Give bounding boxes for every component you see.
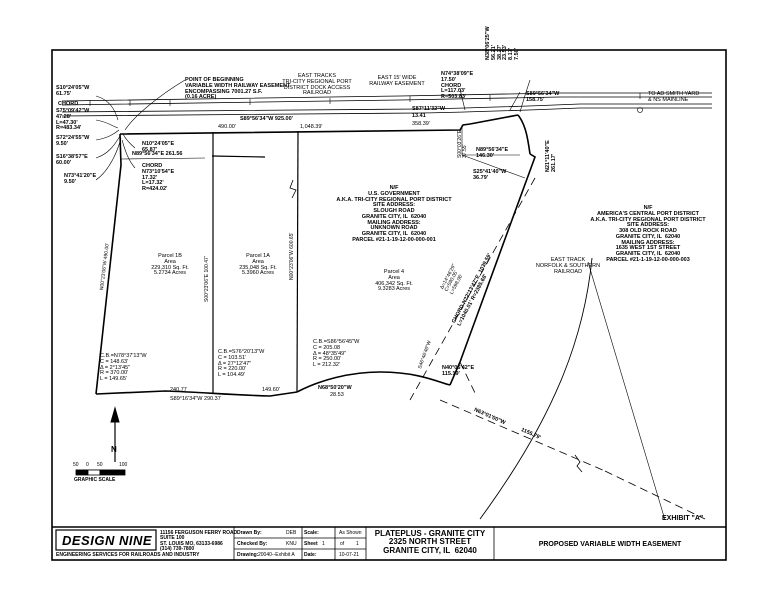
- dist-358: 358.39': [412, 121, 430, 127]
- parcel-1b-label: Parcel 1B Area 229,310 Sq. Ft. 5.2734 Ac…: [151, 253, 189, 277]
- bearing-n89-146: N89°56'34"E 146.30': [476, 147, 509, 159]
- bearing-vert-center: N00°23'06"W 600.65': [289, 232, 295, 280]
- bearing-s00-37: S00°03'26"E 37.55': [457, 129, 469, 158]
- exhibit-label: EXHIBIT "A": [662, 515, 704, 522]
- bearing-n21: N21°11'40"E 261.17': [545, 140, 557, 172]
- callout-n10: N10°24'05"E 65.87': [142, 141, 175, 153]
- dist-240: 240.77: [170, 387, 187, 393]
- dist-1048: 1,048.39': [300, 124, 323, 130]
- callout-s75: S75°09'42"W 47.28' L=47.30' R=483.34': [56, 108, 90, 132]
- east-tracks-label: EAST TRACKS TRI-CITY REGIONAL PORT DISTR…: [282, 73, 352, 97]
- title-block-lines: [52, 526, 726, 560]
- s87-distance: 13.41: [412, 113, 426, 119]
- ns-railroad-label: EAST TRACK NORFOLK & SOUTHERN RAILROAD: [535, 257, 601, 275]
- drawing-label: Drawing:: [237, 552, 259, 558]
- curve-data-left: C.B.=N78°37'13"W C = 148.63' Δ = 2°13'45…: [100, 353, 147, 383]
- scale-tick-3: 100: [119, 462, 128, 468]
- callout-n73: N73°41'20"E 9.50': [64, 173, 97, 185]
- project-address: PLATEPLUS - GRANITE CITY 2325 NORTH STRE…: [374, 529, 486, 555]
- sheet-border: [51, 49, 727, 561]
- bearing-vert-1a: S00°23'06"E 100.47': [204, 256, 210, 302]
- leader-lines: [95, 79, 531, 181]
- interior-lines: [211, 130, 299, 394]
- sheet-number: 1: [322, 541, 325, 547]
- checked-by-value: KNU: [286, 541, 297, 547]
- checked-by-label: Checked By:: [237, 541, 268, 547]
- curve-data-mid: C.B.=S76°20'13"W C = 103.51' Δ = 27°12'4…: [218, 349, 265, 379]
- sheet-title: PROPOSED VARIABLE WIDTH EASEMENT: [538, 541, 682, 548]
- graphic-scale-label: GRAPHIC SCALE: [74, 477, 116, 483]
- sheet-of: of: [340, 541, 345, 547]
- s87-bearing: S87°11'32"W: [412, 106, 446, 112]
- scale-tick-1: 0: [86, 462, 89, 468]
- track-marker-circle: [637, 107, 643, 113]
- drawn-by-label: Drawn By:: [237, 530, 262, 536]
- scale-label: Scale:: [304, 530, 319, 536]
- callout-s16: S16°38'57"E 60.00': [56, 154, 88, 166]
- scale-value: As Shown: [339, 530, 362, 536]
- callout-s10: S10°24'05"W 61.75': [56, 85, 90, 97]
- top-courses-label: N74°38'09"E 17.50' CHORD L=117.03' R=503…: [441, 71, 474, 101]
- callout-chord-n73: CHORD N73°10'54"E 17.32' L=17.32' R=424.…: [142, 163, 175, 193]
- logo-box: [55, 529, 157, 551]
- north-arrow: [110, 406, 120, 462]
- sheet-label: Sheet: [304, 541, 318, 547]
- track-ties: [89, 93, 641, 106]
- to-smith-yard-label: TO AD SMITH YARD & NS MAINLINE: [648, 91, 700, 103]
- bearing-n89-261: N89°56'34"E 261.56: [132, 151, 183, 157]
- side-cluster-label: N38°06'25"W 56.21' 38.27' 23.53' 8.17' 7…: [485, 26, 520, 60]
- callout-chord-title: CHORD: [58, 101, 79, 107]
- graphic-scale: [75, 469, 126, 476]
- east-15-easement-label: EAST 15' WIDE RAILWAY EASEMENT: [369, 75, 425, 87]
- bearing-s89-925: S89°56'34"W 925.00': [240, 116, 293, 122]
- bearing-s25: S25°41'40"W 36.79': [473, 169, 507, 181]
- thin-lines: [120, 125, 526, 179]
- parcel-4-label: Parcel 4 Area 406,342 Sq. Ft. 9.3283 Acr…: [375, 269, 413, 293]
- dist-28: 28.53: [330, 392, 344, 398]
- scale-tick-0: 50: [73, 462, 79, 468]
- break-mark: [289, 179, 297, 199]
- point-of-beginning-note: POINT OF BEGINNING VARIABLE WIDTH RAILWA…: [185, 77, 291, 101]
- ns-railroad-track: [479, 257, 593, 520]
- north-letter: N: [111, 445, 117, 454]
- bearing-n40: N40°06'42"E 115.19': [442, 365, 475, 377]
- design-nine-logo: DESIGN NINE: [62, 533, 153, 548]
- dist-149: 149.60': [262, 387, 280, 393]
- dist-490: 490.00': [218, 124, 236, 130]
- firm-tagline: ENGINEERING SERVICES FOR RAILROADS AND I…: [56, 552, 200, 558]
- date-label: Date:: [304, 552, 317, 558]
- scale-tick-2: 50: [97, 462, 103, 468]
- firm-address: 11156 FERGUSON FERRY ROAD SUITE 100 ST. …: [160, 530, 238, 552]
- curve-data-right: C.B.=S86°56'45"W C = 205.08 Δ = 48°35'49…: [313, 339, 360, 369]
- drawing-value: 20040--Exhibit A: [258, 552, 295, 558]
- right-parcel-line: [587, 261, 666, 521]
- s89-right-label: S89°56'34"W 158.75': [526, 91, 560, 103]
- owner-note-center: N/F U.S. GOVERNMENT A.K.A. TRI-CITY REGI…: [336, 185, 452, 243]
- parcel-1a-label: Parcel 1A Area 235,048 Sq. Ft. 5.3960 Ac…: [239, 253, 277, 277]
- railroad-tracks: [61, 92, 712, 117]
- callout-s72: S72°24'55"W 9.50': [56, 135, 90, 147]
- sheet-total: 1: [356, 541, 359, 547]
- drawn-by-value: DEB: [286, 530, 297, 536]
- break-mark-right: [574, 454, 583, 473]
- bearing-n68: N68°50'20"W: [318, 385, 352, 391]
- date-value: 10-07-21: [339, 552, 360, 558]
- owner-note-right: N/F AMERICA'S CENTRAL PORT DISTRICT A.K.…: [590, 205, 706, 263]
- bearing-s89-bottom: S89°16'34"W 290.37: [170, 396, 221, 402]
- parcel-boundary: [95, 114, 536, 397]
